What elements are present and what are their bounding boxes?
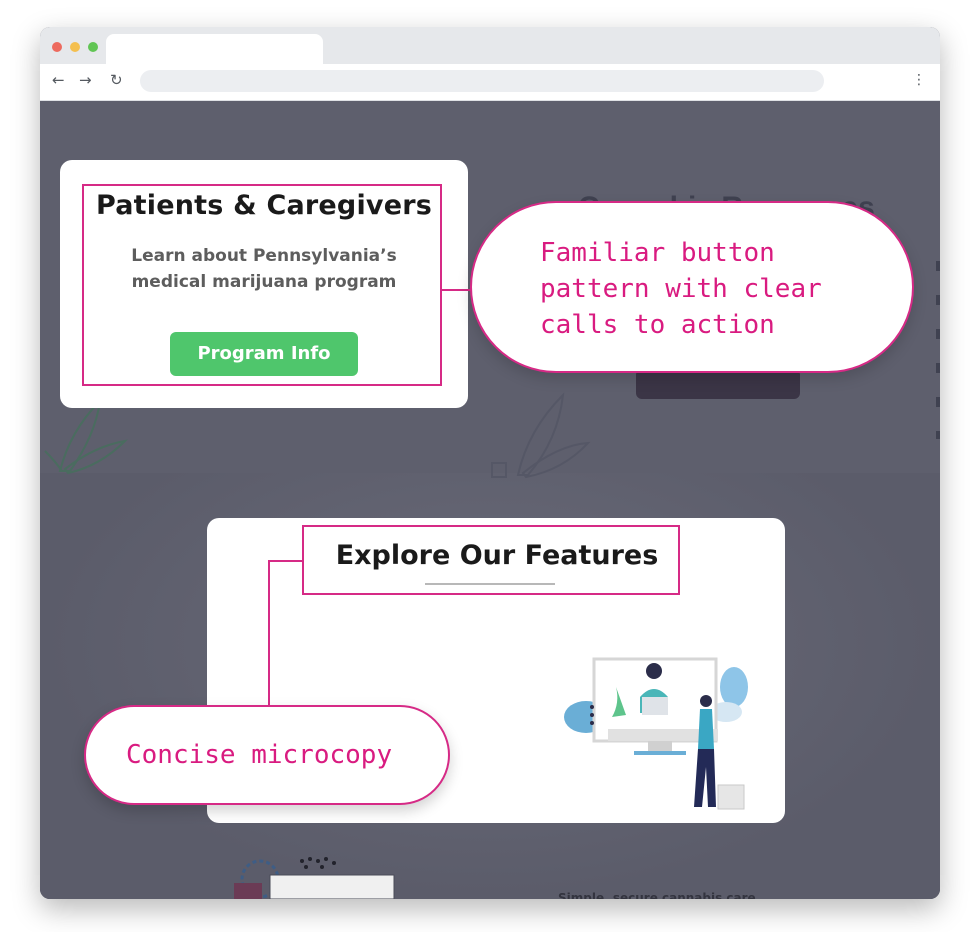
forward-arrow-icon[interactable]: → [79, 71, 92, 89]
close-window-button[interactable] [52, 42, 62, 52]
minimize-window-button[interactable] [70, 42, 80, 52]
title-underline [425, 583, 555, 585]
browser-tab[interactable] [106, 34, 323, 64]
telehealth-illustration [564, 657, 748, 810]
bottom-illustration-fragment [234, 857, 395, 899]
features-title: Explore Our Features [335, 540, 659, 571]
patients-caregivers-card: Patients & Caregivers Learn about Pennsy… [60, 160, 468, 408]
highlight-box-card-content [82, 184, 442, 386]
annotation-callout-buttons: Familiar button pattern with clear calls… [470, 201, 914, 373]
bottom-text-fragment: Simple, secure cannabis care [558, 891, 756, 899]
program-info-button[interactable]: Program Info [170, 332, 358, 376]
maximize-window-button[interactable] [88, 42, 98, 52]
description-line: medical marijuana program [131, 272, 397, 292]
callout-line: Familiar button [540, 238, 775, 268]
background-text-fragment [936, 261, 940, 439]
card-description: Learn about Pennsylvania’s medical marij… [100, 243, 428, 295]
more-menu-icon[interactable]: ⋮ [912, 72, 926, 88]
card-title: Patients & Caregivers [95, 190, 433, 221]
address-bar[interactable] [140, 70, 824, 92]
callout-line: pattern with clear [540, 274, 822, 304]
background-button [636, 369, 800, 399]
callout-line: calls to action [540, 310, 775, 340]
browser-toolbar: ← → ↻ ⋮ [40, 64, 940, 101]
browser-titlebar [40, 27, 940, 64]
reload-icon[interactable]: ↻ [110, 71, 123, 89]
highlight-box-features-title [302, 525, 680, 595]
browser-window: ← → ↻ ⋮ Cannabis Resources Patients & Ca… [40, 27, 940, 899]
annotation-callout-microcopy: Concise microcopy [84, 705, 450, 805]
description-line: Learn about Pennsylvania’s [131, 246, 397, 266]
back-arrow-icon[interactable]: ← [52, 71, 65, 89]
annotation-connector [268, 560, 304, 562]
annotation-connector [442, 289, 472, 291]
cannabis-leaf-icon [491, 392, 591, 479]
page-viewport: Cannabis Resources Patients & Caregivers… [40, 101, 940, 899]
annotation-connector [268, 560, 270, 706]
